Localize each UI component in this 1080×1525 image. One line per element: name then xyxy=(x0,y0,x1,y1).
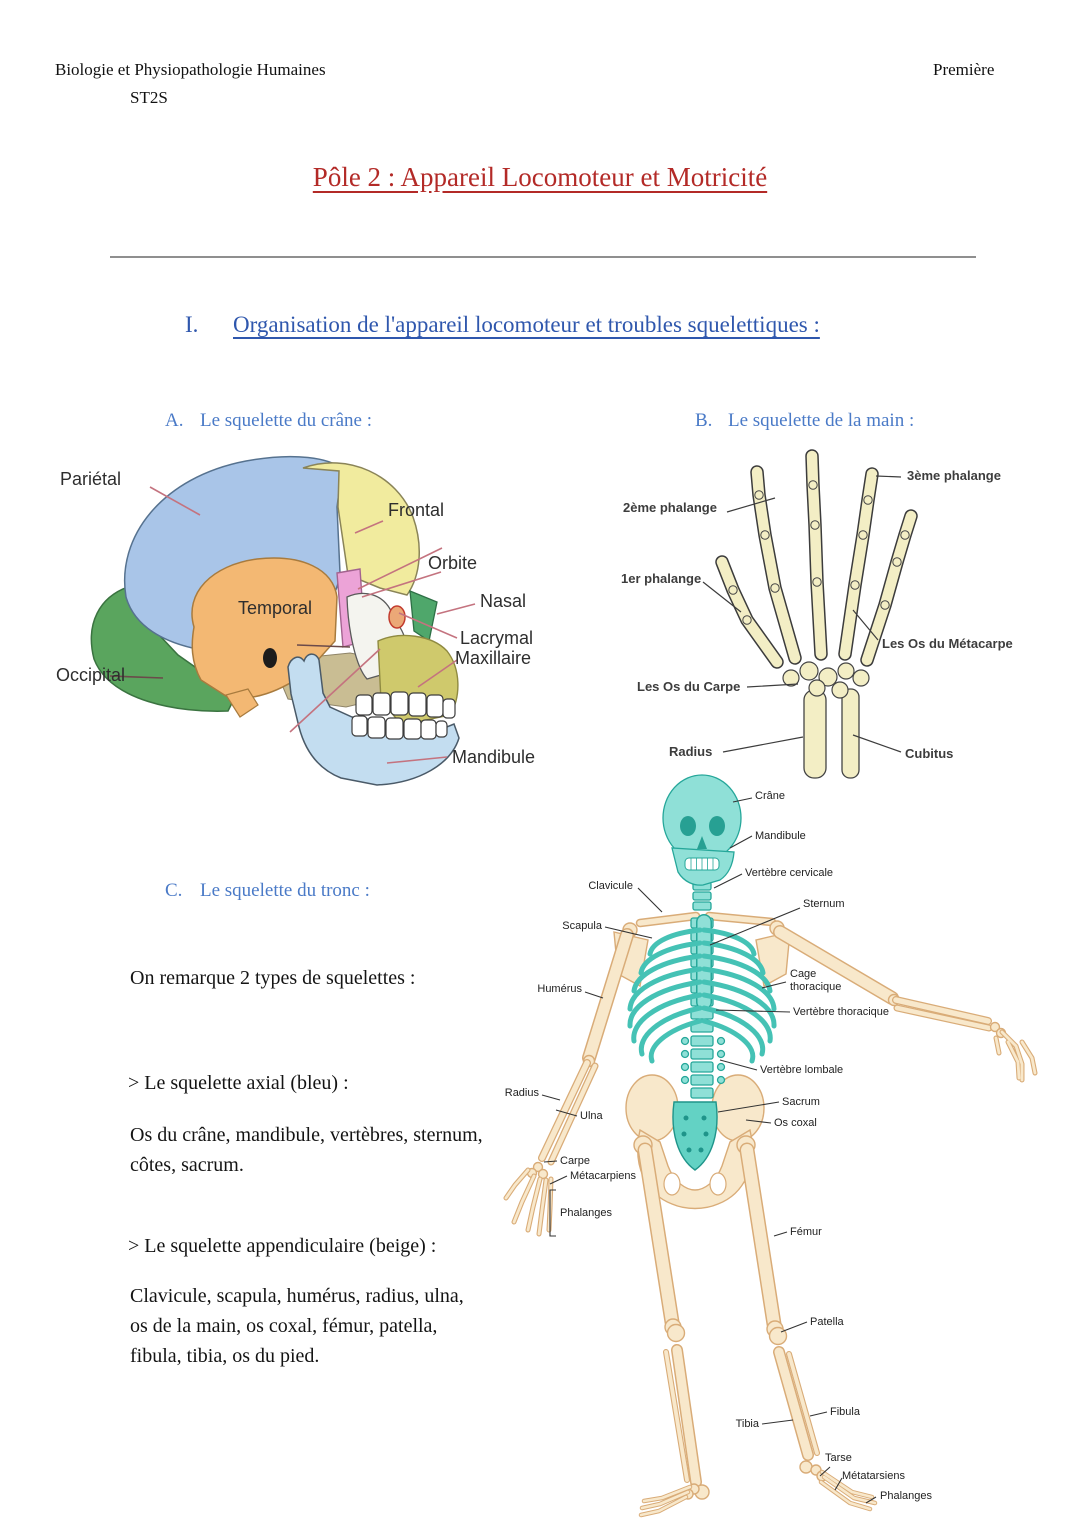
skull-label-frontal: Frontal xyxy=(388,500,445,520)
skull-label-mandibule: Mandibule xyxy=(452,747,536,767)
sacrum-foramina xyxy=(681,1115,709,1153)
skel-label-radius: Radius xyxy=(504,1087,539,1099)
skeleton-illustration xyxy=(503,774,1038,1518)
skel-label-clavicule: Clavicule xyxy=(588,880,633,892)
cubitus-bone xyxy=(841,688,860,779)
rib-cage xyxy=(627,927,777,1064)
carpal-bones xyxy=(782,661,870,699)
skel-label-phalanges-pied: Phalanges xyxy=(880,1490,932,1502)
skull-label-lines xyxy=(149,486,476,764)
hand-label-metacarpe: Les Os du Métacarpe xyxy=(882,636,1013,651)
sacrum-bone xyxy=(672,1101,718,1171)
skel-label-os-coxal: Os coxal xyxy=(774,1117,817,1129)
appendicular-line3: fibula, tibia, os du pied. xyxy=(130,1345,320,1367)
skeleton-diagram: Crâne Mandibule Vertèbre cervicale Clavi… xyxy=(490,770,1080,1525)
body-intro: On remarque 2 types de squelettes : xyxy=(130,967,416,989)
appendicular-line1: Clavicule, scapula, humérus, radius, uln… xyxy=(130,1285,464,1307)
hand-label-lines xyxy=(702,475,902,753)
subsection-a-letter: A. xyxy=(165,410,184,431)
divider xyxy=(110,256,976,258)
skel-label-fibula: Fibula xyxy=(830,1406,860,1418)
hand-diagram: 3ème phalange 2ème phalange 1er phalange… xyxy=(595,440,1060,785)
skel-label-sacrum: Sacrum xyxy=(782,1096,820,1108)
section-numeral: I. xyxy=(185,312,199,337)
axial-title: > Le squelette axial (bleu) : xyxy=(128,1072,349,1094)
skel-label-humerus: Humérus xyxy=(537,983,582,995)
hand-label-phalange3: 3ème phalange xyxy=(907,468,1001,483)
skull-diagram: Pariétal Frontal Orbite Nasal Lacrymal M… xyxy=(50,445,570,820)
skel-label-tibia: Tibia xyxy=(735,1418,759,1430)
hand-label-radius: Radius xyxy=(669,744,713,759)
skel-label-phalanges-main: Phalanges xyxy=(560,1207,612,1219)
hand-label-carpe: Les Os du Carpe xyxy=(637,679,741,694)
skel-label-sternum: Sternum xyxy=(803,898,845,910)
skull-label-occipital: Occipital xyxy=(56,665,126,685)
hand-illustration xyxy=(702,449,918,779)
subsection-c-label: Le squelette du tronc : xyxy=(200,880,370,901)
mandible-bone xyxy=(287,653,460,786)
skel-label-vertebre-cervicale: Vertèbre cervicale xyxy=(745,867,834,879)
subsection-b-letter: B. xyxy=(695,410,713,431)
skel-label-metacarpiens: Métacarpiens xyxy=(570,1170,637,1182)
skel-label-tarse: Tarse xyxy=(825,1452,852,1464)
skull-label-nasal: Nasal xyxy=(480,591,527,611)
skel-label-carpe: Carpe xyxy=(560,1155,590,1167)
skull-label-temporal: Temporal xyxy=(238,598,313,618)
skel-label-mandibule: Mandibule xyxy=(755,830,806,842)
skel-label-ulna: Ulna xyxy=(580,1110,603,1122)
mastoid-process xyxy=(225,688,259,718)
appendicular-line2: os de la main, os coxal, fémur, patella, xyxy=(130,1315,438,1337)
skel-label-scapula: Scapula xyxy=(562,920,602,932)
lacrymal-bone xyxy=(388,605,406,629)
hand-label-phalange2: 2ème phalange xyxy=(623,500,717,515)
skull-illustration xyxy=(90,455,476,786)
skel-label-vertebre-lombale: Vertèbre lombale xyxy=(760,1064,844,1076)
subsection-a-label: Le squelette du crâne : xyxy=(200,410,372,431)
axial-line2: côtes, sacrum. xyxy=(130,1154,244,1176)
skel-label-metatarsiens: Métatarsiens xyxy=(842,1470,905,1482)
page-title: Pôle 2 : Appareil Locomoteur et Motricit… xyxy=(312,162,768,192)
axial-line1: Os du crâne, mandibule, vertèbres, stern… xyxy=(130,1124,483,1146)
skull-label-lines-dark xyxy=(109,644,351,679)
section-heading: Organisation de l'appareil locomoteur et… xyxy=(233,312,820,337)
axial-skeleton xyxy=(627,774,777,1171)
skull-label-lacrymal: Lacrymal xyxy=(460,628,534,648)
subsection-b-label: Le squelette de la main : xyxy=(728,410,915,431)
skull-label-orbite: Orbite xyxy=(428,553,478,573)
header-track: ST2S xyxy=(130,88,168,107)
frontal-bone xyxy=(302,462,420,596)
skel-label-cage-thoracique: Cage thoracique xyxy=(790,968,842,993)
skull-label-maxillaire: Maxillaire xyxy=(455,648,532,668)
nasal-bone xyxy=(409,589,438,643)
radius-bone xyxy=(803,689,827,779)
lower-teeth xyxy=(351,715,448,740)
finger-bones xyxy=(715,449,918,669)
skel-label-femur: Fémur xyxy=(790,1226,822,1238)
phalanges-bracket xyxy=(549,1189,556,1237)
appendicular-skeleton xyxy=(503,911,1038,1518)
appendicular-title: > Le squelette appendiculaire (beige) : xyxy=(128,1235,437,1257)
upper-teeth xyxy=(355,691,456,719)
skel-label-patella: Patella xyxy=(810,1316,844,1328)
skeleton-label-lines xyxy=(541,797,877,1504)
subsection-c-letter: C. xyxy=(165,880,183,901)
skel-label-vertebre-thoracique: Vertèbre thoracique xyxy=(793,1006,890,1018)
ear-canal xyxy=(263,648,277,668)
skel-label-crane: Crâne xyxy=(755,790,785,802)
skull-label-parietal: Pariétal xyxy=(60,469,122,489)
hand-label-cubitus: Cubitus xyxy=(905,746,954,761)
header-level: Première xyxy=(933,60,995,79)
header-course: Biologie et Physiopathologie Humaines xyxy=(55,60,326,79)
hand-label-phalange1: 1er phalange xyxy=(621,571,702,586)
